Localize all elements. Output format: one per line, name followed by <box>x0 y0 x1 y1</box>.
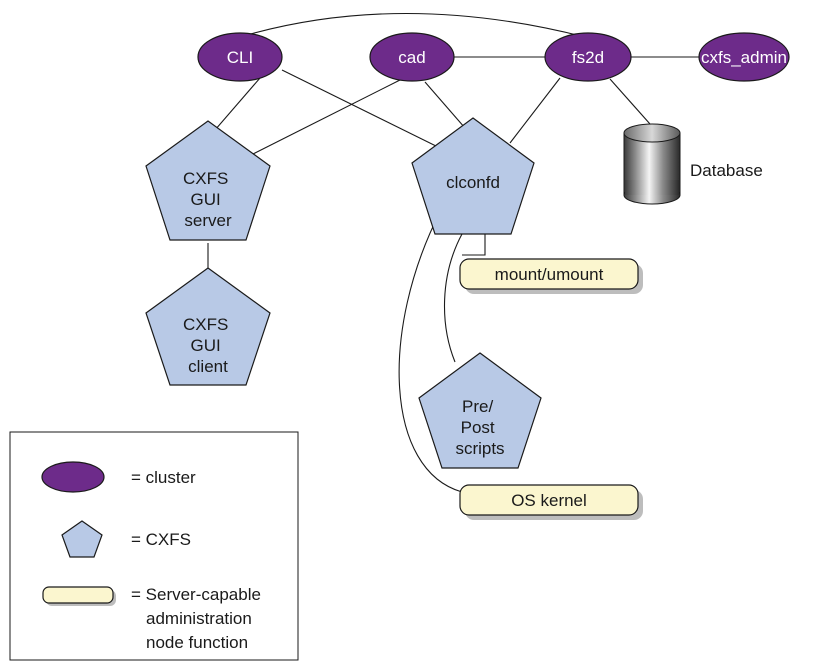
admin-function-kernel: OS kernel <box>459 484 643 520</box>
gui-server-label: CXFS GUI server <box>183 169 233 230</box>
database-icon <box>623 123 681 205</box>
legend-admin-swatch <box>42 586 114 604</box>
line-fs2d-database <box>609 78 651 125</box>
line-clconfd-scripts <box>444 233 463 363</box>
line-clconfd-kernel <box>398 211 463 493</box>
cxfs-node-scripts: Pre/ Post scripts <box>418 352 542 469</box>
cad-label: cad <box>398 48 425 67</box>
cli-label: CLI <box>227 48 253 67</box>
mount-label: mount/umount <box>495 265 604 284</box>
cluster-node-cad: cad <box>369 32 455 82</box>
cluster-node-fs2d: fs2d <box>544 32 632 82</box>
line-cli-guiserver <box>214 77 261 131</box>
clconfd-label: clconfd <box>446 173 500 192</box>
cxfs-node-gui-server: CXFS GUI server <box>145 120 271 241</box>
line-cli-fs2d <box>239 13 586 38</box>
kernel-label: OS kernel <box>511 491 587 510</box>
fs2d-label: fs2d <box>572 48 604 67</box>
scripts-label: Pre/ Post scripts <box>455 397 504 458</box>
line-clconfd-mount <box>462 234 486 256</box>
legend: = cluster = CXFS = Server-capable admini… <box>9 431 299 661</box>
cxfs-node-gui-client: CXFS GUI client <box>145 267 271 386</box>
legend-cxfs-swatch <box>61 520 103 558</box>
legend-cluster-swatch <box>41 461 105 493</box>
legend-admin-label: = Server-capable administration node fun… <box>131 585 266 652</box>
cluster-node-cxfs-admin: cxfs_admin <box>698 32 790 82</box>
line-cad-guiserver <box>244 79 401 159</box>
line-cli-clconfd <box>281 69 441 149</box>
gui-client-label: CXFS GUI client <box>183 315 233 376</box>
legend-cluster-label: = cluster <box>131 468 196 487</box>
cxfs-admin-label: cxfs_admin <box>701 48 787 67</box>
line-cad-clconfd <box>424 81 466 129</box>
database-label: Database <box>690 161 763 180</box>
cxfs-node-clconfd: clconfd <box>411 117 535 235</box>
cluster-node-cli: CLI <box>197 32 283 82</box>
admin-function-mount: mount/umount <box>459 258 643 294</box>
line-fs2d-clconfd <box>509 77 561 144</box>
connector-lines <box>207 13 700 493</box>
legend-cxfs-label: = CXFS <box>131 530 191 549</box>
